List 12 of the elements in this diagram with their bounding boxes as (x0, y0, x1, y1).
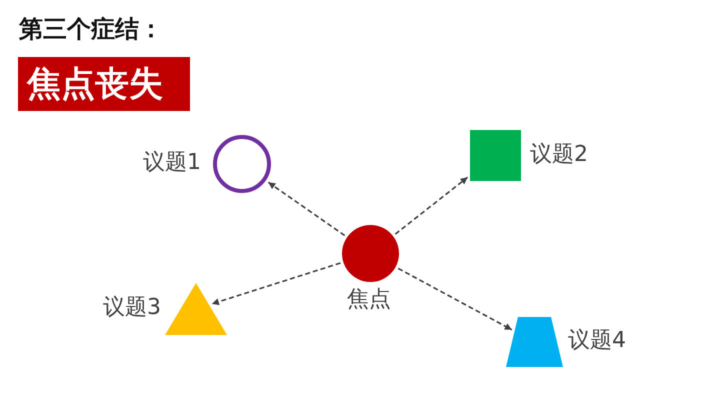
heading-banner: 焦点丧失 (18, 57, 190, 111)
topic-label: 议题3 (103, 294, 161, 322)
topic-label: 议题2 (530, 141, 588, 169)
dashed-arrow (398, 268, 512, 330)
topic-label: 议题4 (568, 327, 626, 355)
dashed-arrow (212, 262, 341, 306)
dashed-arrow (268, 182, 346, 236)
dashed-arrow (394, 176, 468, 235)
square (470, 130, 521, 181)
focus-label: 焦点 (347, 286, 391, 314)
topic-label: 议题1 (143, 149, 201, 177)
slide-title: 第三个症结： (19, 14, 163, 45)
